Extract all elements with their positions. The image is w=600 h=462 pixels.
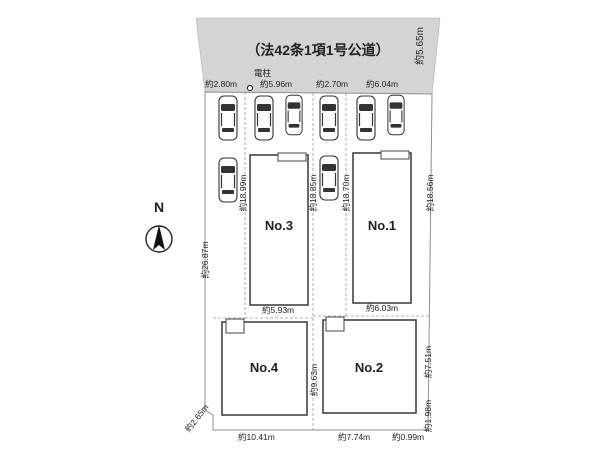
dim-v-1-98: 約1.98m xyxy=(423,400,433,432)
dim-v-18-99: 約18.99m xyxy=(238,175,248,212)
dim-top-6-04: 約6.04m xyxy=(366,79,398,89)
car-icon xyxy=(319,95,339,141)
lot-label-no4: No.4 xyxy=(250,360,279,375)
car-icon xyxy=(356,95,376,141)
dim-top-2-80: 約2.80m xyxy=(205,79,237,89)
dim-bot-10-41: 約10.41m xyxy=(238,432,275,442)
dim-diag-2-65: 約2.65m xyxy=(183,402,211,433)
car-icon xyxy=(285,94,303,136)
dim-top-5-96: 約5.96m xyxy=(260,79,292,89)
dim-v-18-70: 約18.70m xyxy=(341,175,351,212)
house-no4 xyxy=(221,318,308,416)
car-icon xyxy=(254,95,274,141)
lot-label-no1: No.1 xyxy=(368,218,396,233)
dim-mid-6-03: 約6.03m xyxy=(366,303,398,313)
dim-v-7-51: 約7.51m xyxy=(423,346,433,378)
car-icon xyxy=(387,94,405,136)
pole-label: 電柱 xyxy=(254,68,272,78)
lot-label-no3: No.3 xyxy=(265,218,293,233)
dim-mid-5-93: 約5.93m xyxy=(262,305,294,315)
dim-v-18-56: 約18.56m xyxy=(425,175,435,212)
dim-v-9-63: 約9.63m xyxy=(309,364,319,396)
dim-bot-7-74: 約7.74m xyxy=(338,432,370,442)
road-label: （法42条1項1号公道） xyxy=(246,42,389,58)
dim-v-18-85: 約18.85m xyxy=(308,175,318,212)
utility-pole-icon xyxy=(246,84,254,92)
car-icon xyxy=(218,95,238,141)
lot-label-no2: No.2 xyxy=(355,360,383,375)
house-no3 xyxy=(249,152,309,306)
house-no2 xyxy=(322,316,417,414)
north-arrow-icon xyxy=(145,225,173,253)
dim-top-2-70: 約2.70m xyxy=(316,79,348,89)
house-no1 xyxy=(352,150,412,304)
dim-bot-0-99: 約0.99m xyxy=(392,432,424,442)
car-icon xyxy=(218,157,238,203)
road-width-label: 約5.65m xyxy=(413,27,426,65)
north-label: N xyxy=(154,199,164,215)
car-icon xyxy=(319,155,339,201)
dim-v-26-87: 約26.87m xyxy=(200,242,210,279)
